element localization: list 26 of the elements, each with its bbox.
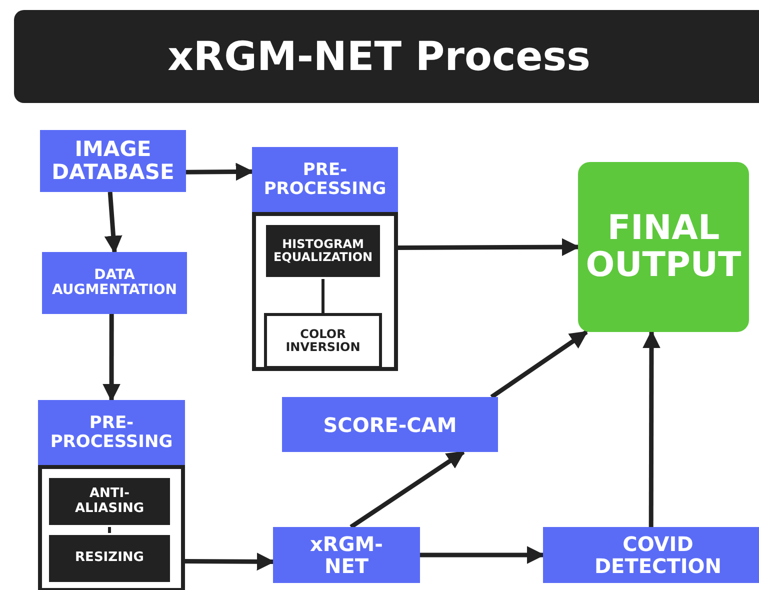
arrow	[642, 330, 660, 527]
arrow	[420, 546, 545, 564]
arrow	[186, 162, 254, 181]
group-heading: PRE-PROCESSING	[262, 160, 388, 198]
connector-line	[322, 279, 324, 313]
process-box: xRGM-NET	[273, 527, 420, 583]
process-box: HISTOGRAM EQUALIZATION	[264, 223, 382, 279]
process-box: SCORE-CAM	[282, 397, 498, 452]
process-box: RESIZING	[47, 533, 172, 584]
arrow	[398, 238, 580, 256]
arrow	[350, 450, 465, 529]
output-box: FINAL OUTPUT	[578, 162, 749, 332]
arrow	[102, 314, 121, 402]
title-text: xRGM-NET Process	[168, 34, 590, 80]
connector-line	[108, 527, 111, 533]
process-box: IMAGE DATABASE	[40, 130, 186, 192]
arrow	[185, 552, 275, 571]
process-group	[38, 400, 185, 590]
process-box: DATA AUGMENTATION	[42, 252, 187, 314]
arrow	[104, 192, 122, 254]
group-heading: PRE-PROCESSING	[49, 414, 174, 452]
process-box: COLOR INVERSION	[264, 313, 382, 369]
process-box: COVID DETECTION	[543, 527, 759, 583]
process-group	[252, 147, 398, 371]
arrow	[490, 330, 588, 399]
process-box: ANTI-ALIASING	[47, 476, 172, 527]
